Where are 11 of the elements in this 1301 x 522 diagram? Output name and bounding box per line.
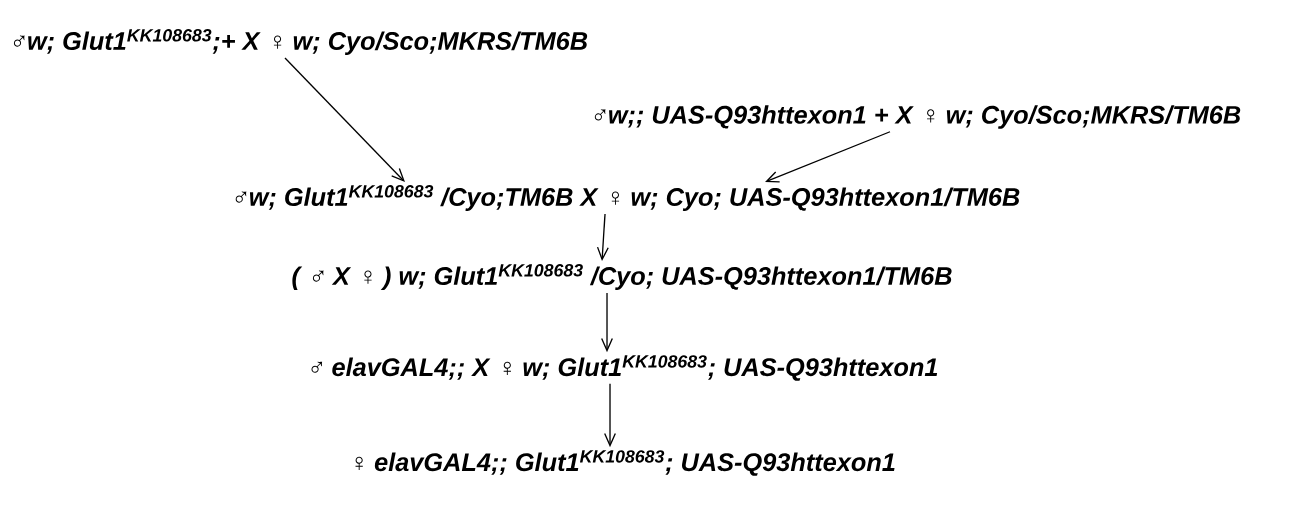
genotype-label: ♂w; Glut1$^{KK108683}$ /Cyo;TM6B X ♀ w; Cyo; UAS-Q93httexon1/TM6B (235, 185, 1020, 211)
arrow (604, 383, 616, 448)
genotype-label: ♂w; Glut1$^{KK108683}$;+ X ♀ w; Cyo/Sco;MKRS/TM6B (13, 29, 588, 55)
genotype-label: ♂w;; UAS-Q93httexon1 + X ♀ w; Cyo/Sco;MKRS/TM6B (594, 105, 1241, 129)
genotype-label: ( ♂ X ♀ ) w; Glut1$^{KK108683}$ /Cyo; UAS-Q93httexon1/TM6B (292, 264, 952, 290)
genotype-label: ♂ elavGAL4;; X ♀ w; Glut1$^{KK108683}$; UAS-Q93httexon1 (311, 355, 938, 381)
arrow (596, 213, 609, 262)
arrow (765, 131, 891, 183)
genotype-label: ♀ elavGAL4;; Glut1$^{KK108683}$; UAS-Q93httexon1 (355, 450, 895, 476)
arrow (601, 292, 613, 353)
arrow (284, 57, 405, 183)
